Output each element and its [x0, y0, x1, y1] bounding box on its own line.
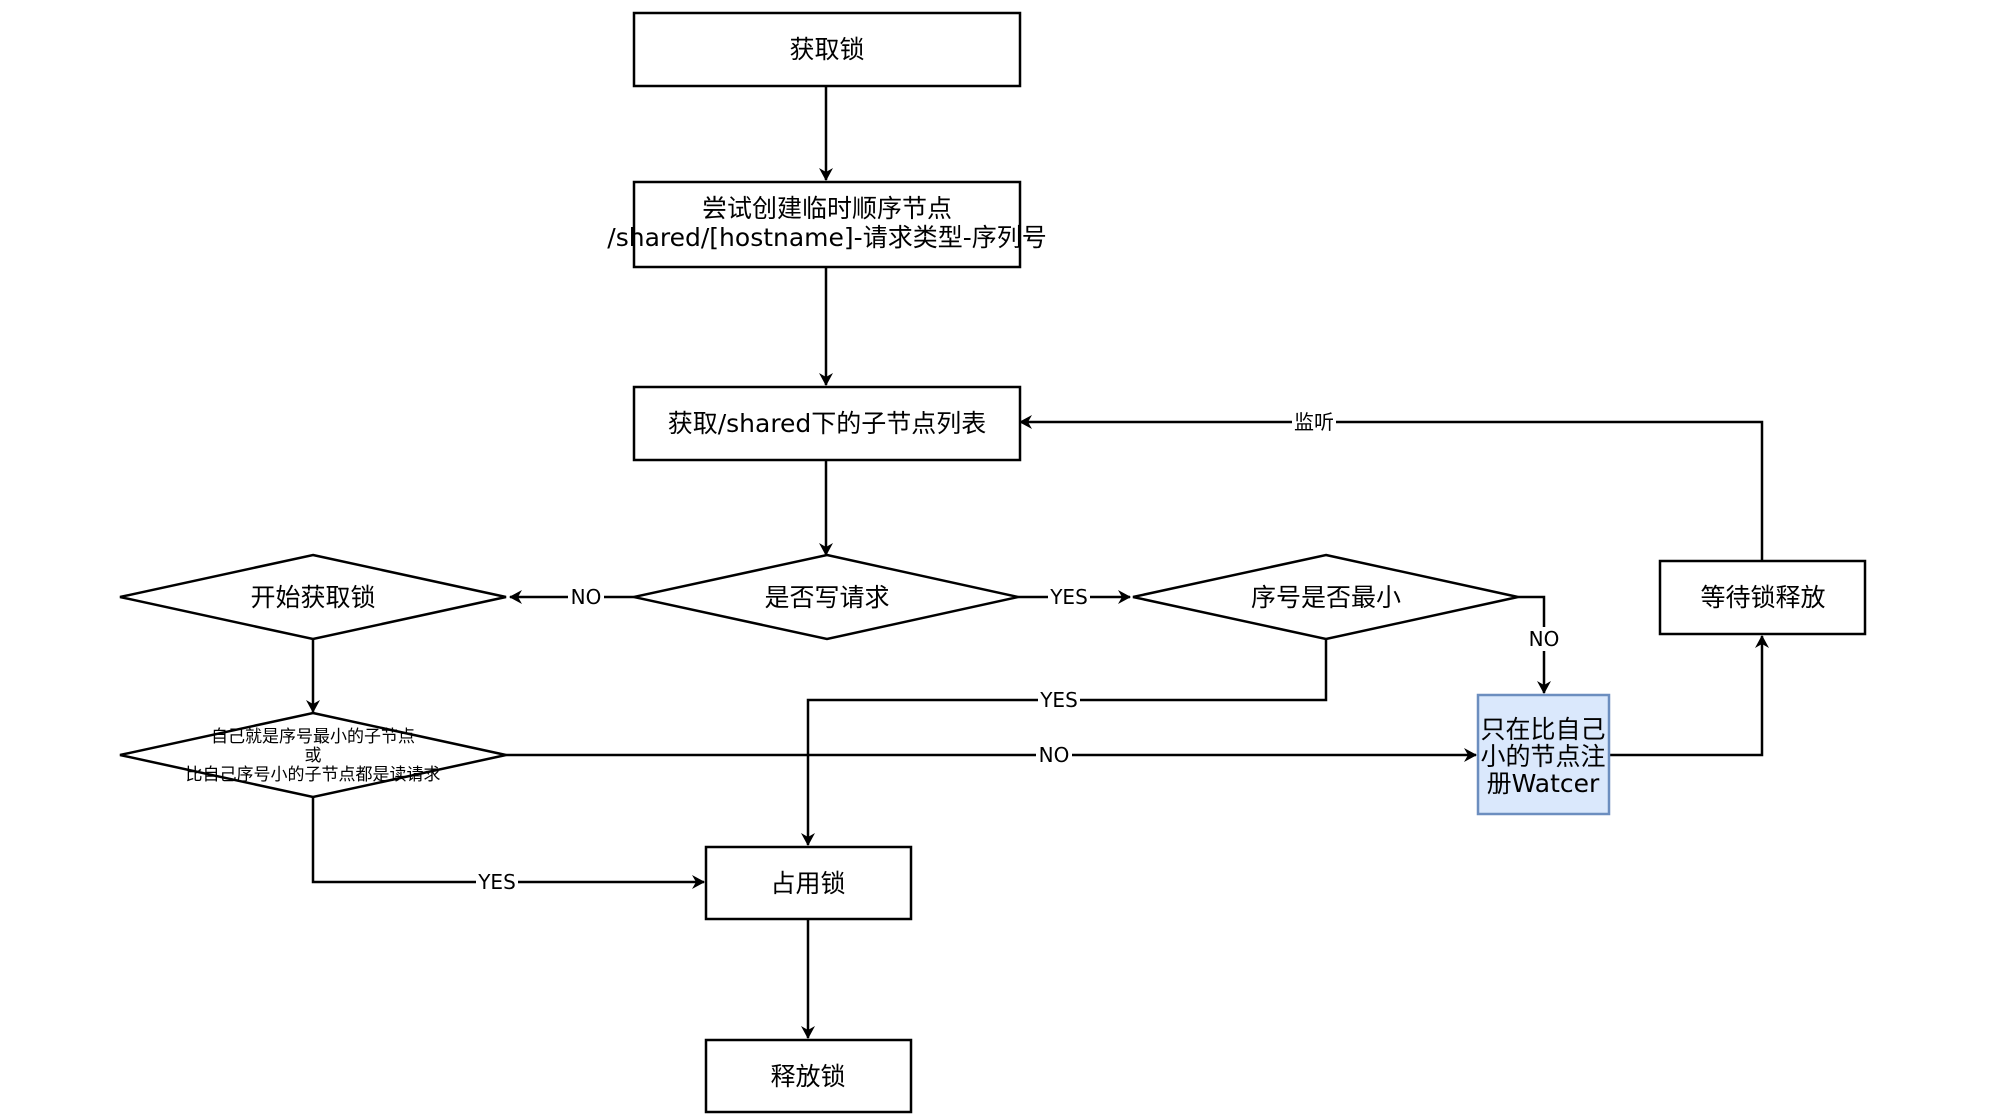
decision-start-acquire: 开始获取锁 [119, 553, 507, 641]
decision-is-write: 是否写请求 [633, 553, 1019, 641]
svg-text:比自己序号小的子节点都是读请求: 比自己序号小的子节点都是读请求 [186, 765, 441, 785]
svg-text:自己就是序号最小的子节点: 自己就是序号最小的子节点 [211, 727, 415, 747]
svg-text:NO: NO [1039, 743, 1070, 767]
svg-text:占用锁: 占用锁 [770, 869, 845, 898]
edge-label-seq-yes: YES [1038, 688, 1080, 712]
svg-text:获取/shared下的子节点列表: 获取/shared下的子节点列表 [668, 409, 987, 438]
svg-text:册Watcer: 册Watcer [1487, 769, 1600, 798]
node-create-sequential-node: 尝试创建临时顺序节点 /shared/[hostname]-请求类型-序列号 [607, 180, 1047, 269]
node-wait-release: 等待锁释放 [1658, 559, 1867, 636]
svg-text:序号是否最小: 序号是否最小 [1251, 583, 1401, 612]
svg-text:小的节点注: 小的节点注 [1480, 742, 1605, 771]
node-get-children: 获取/shared下的子节点列表 [632, 385, 1022, 462]
decision-smallest-or-reads: 自己就是序号最小的子节点 或 比自己序号小的子节点都是读请求 [119, 711, 507, 799]
svg-text:只在比自己: 只在比自己 [1480, 715, 1605, 744]
svg-text:获取锁: 获取锁 [789, 35, 864, 64]
edges [306, 86, 1769, 1039]
node-release-lock: 释放锁 [704, 1038, 913, 1114]
svg-text:监听: 监听 [1294, 410, 1334, 434]
edge-label-listen: 监听 [1292, 409, 1336, 435]
node-register-watcher: 只在比自己 小的节点注 册Watcer [1476, 693, 1611, 816]
svg-text:尝试创建临时顺序节点: 尝试创建临时顺序节点 [702, 194, 952, 223]
edge-labels: 监听 NO YES NO YES NO YES [476, 409, 1562, 894]
edge-label-seq-no: NO [1526, 627, 1562, 651]
svg-text:/shared/[hostname]-请求类型-序列号: /shared/[hostname]-请求类型-序列号 [607, 223, 1046, 252]
edge-wait-listen [1019, 415, 1764, 561]
svg-text:NO: NO [571, 585, 602, 609]
edge-label-write-no: NO [568, 585, 604, 609]
svg-text:YES: YES [1039, 688, 1078, 712]
edge-label-write-yes: YES [1048, 585, 1090, 609]
edge-check-yes [311, 797, 705, 889]
edge-label-check-no: NO [1036, 743, 1072, 767]
edge-seq-yes [801, 639, 1328, 846]
edge-watcher-to-wait [1610, 635, 1769, 757]
svg-text:YES: YES [477, 870, 516, 894]
svg-text:或: 或 [305, 746, 322, 766]
node-occupy-lock: 占用锁 [704, 845, 913, 921]
decision-seq-smallest: 序号是否最小 [1132, 553, 1519, 641]
svg-text:NO: NO [1529, 627, 1560, 651]
svg-text:开始获取锁: 开始获取锁 [250, 583, 375, 612]
svg-text:等待锁释放: 等待锁释放 [1700, 583, 1825, 612]
node-acquire-lock: 获取锁 [632, 11, 1022, 88]
svg-text:是否写请求: 是否写请求 [764, 583, 889, 612]
edge-seq-no [1518, 595, 1551, 694]
svg-text:释放锁: 释放锁 [770, 1062, 845, 1091]
svg-text:YES: YES [1049, 585, 1088, 609]
edge-label-check-yes: YES [476, 870, 518, 894]
